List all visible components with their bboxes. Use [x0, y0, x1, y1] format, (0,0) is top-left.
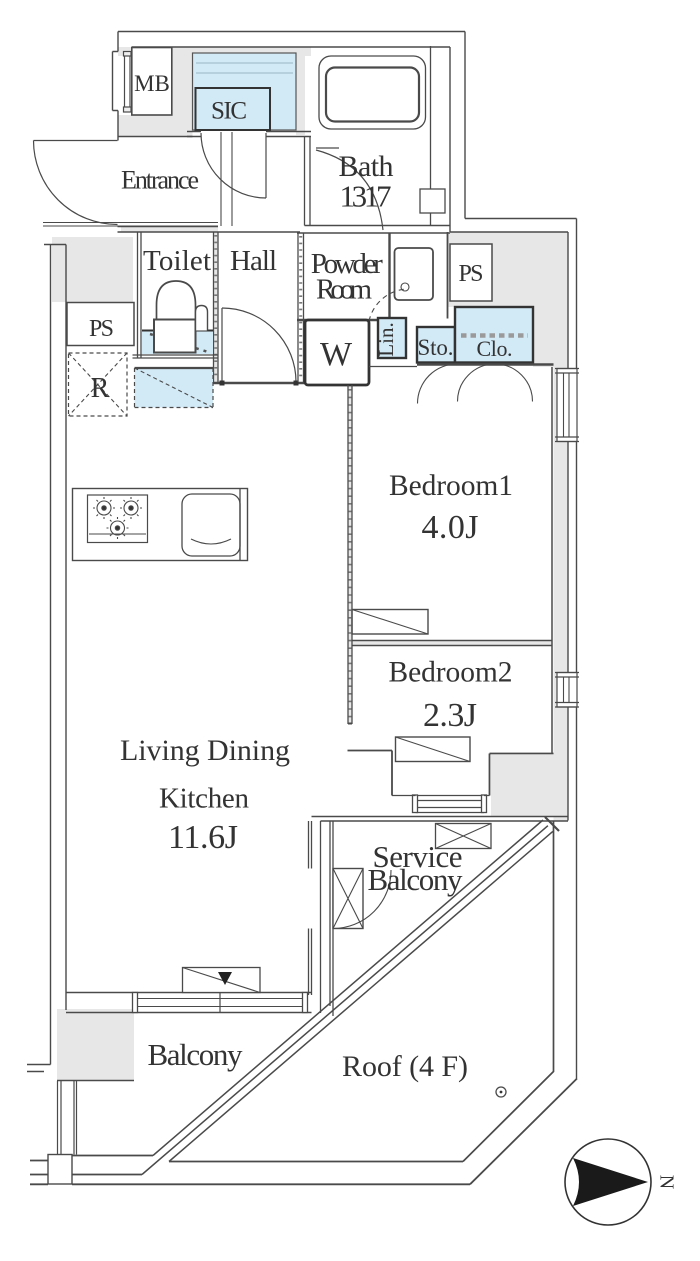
svg-text:1317: 1317 — [340, 179, 392, 214]
svg-text:Kitchen: Kitchen — [159, 783, 250, 815]
svg-text:11.6J: 11.6J — [168, 819, 238, 856]
svg-text:Balcony: Balcony — [148, 1037, 244, 1072]
svg-text:Lin.: Lin. — [374, 322, 398, 356]
svg-text:Hall: Hall — [230, 245, 277, 277]
svg-text:PS: PS — [459, 261, 484, 287]
svg-text:W: W — [320, 336, 353, 373]
svg-text:Bedroom2: Bedroom2 — [389, 657, 513, 689]
svg-text:Bedroom1: Bedroom1 — [389, 470, 513, 502]
svg-text:SIC: SIC — [211, 98, 247, 125]
svg-text:Room: Room — [316, 274, 372, 306]
svg-text:Bath: Bath — [339, 150, 394, 183]
svg-text:N: N — [655, 1175, 677, 1189]
svg-text:Powder: Powder — [311, 248, 383, 280]
svg-text:Sto.: Sto. — [418, 335, 454, 360]
svg-text:2.3J: 2.3J — [423, 697, 477, 734]
svg-text:MB: MB — [134, 71, 170, 96]
svg-text:Clo.: Clo. — [477, 336, 513, 361]
svg-text:R: R — [91, 373, 110, 404]
svg-text:Toilet: Toilet — [143, 245, 211, 277]
svg-text:Service: Service — [373, 839, 463, 874]
svg-text:4.0J: 4.0J — [422, 509, 479, 546]
svg-text:Roof (4 F): Roof (4 F) — [342, 1050, 468, 1083]
svg-text:Balcony: Balcony — [368, 862, 464, 897]
svg-text:Entrance: Entrance — [121, 166, 199, 195]
svg-text:Living Dining: Living Dining — [120, 734, 290, 767]
svg-text:PS: PS — [89, 316, 114, 342]
